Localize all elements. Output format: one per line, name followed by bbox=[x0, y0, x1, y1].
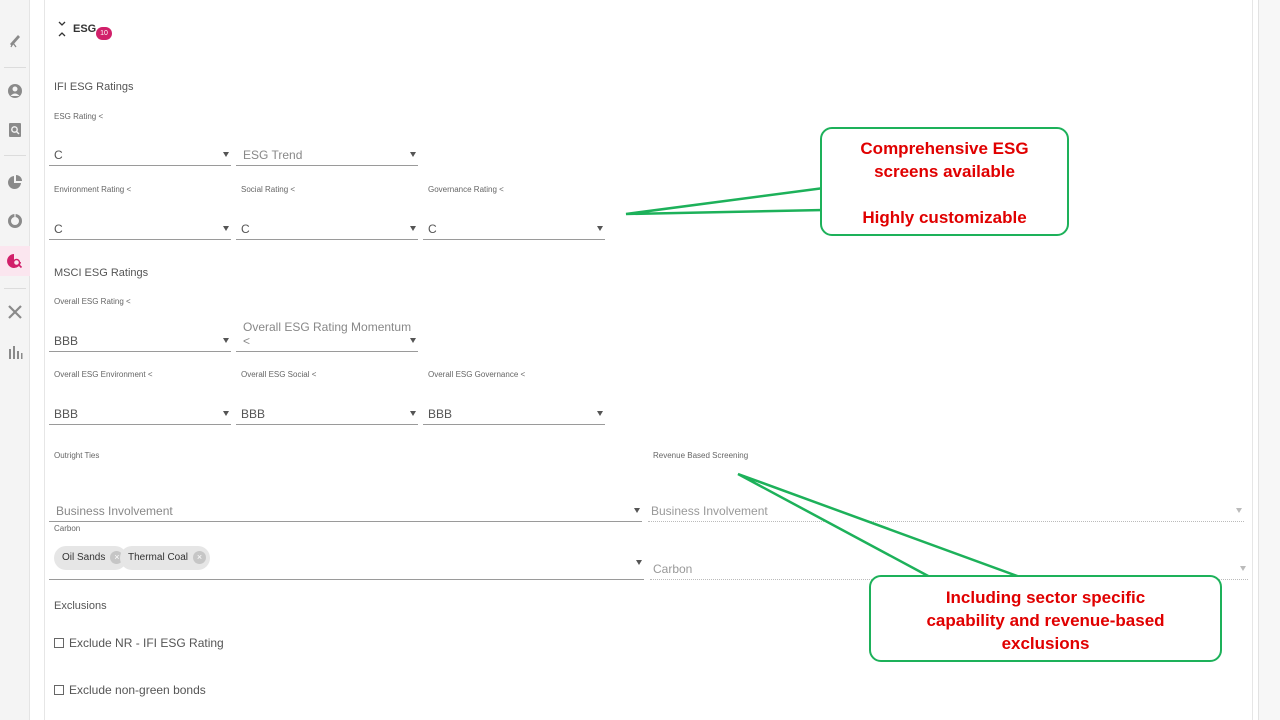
callout-top: Comprehensive ESG screens available High… bbox=[820, 127, 1069, 236]
chevron-down-icon bbox=[410, 152, 416, 157]
overall-governance-select[interactable]: BBB bbox=[423, 405, 605, 425]
count-badge: 10 bbox=[96, 22, 112, 40]
chevron-down-icon bbox=[597, 411, 603, 416]
chevron-down-icon bbox=[223, 226, 229, 231]
outright-carbon-select[interactable] bbox=[49, 540, 644, 580]
outright-business-involvement-select[interactable]: Business Involvement bbox=[49, 498, 642, 522]
msci-section-title: MSCI ESG Ratings bbox=[54, 267, 149, 279]
social-rating-select[interactable]: C bbox=[236, 220, 418, 240]
section-title: ESG bbox=[73, 23, 97, 35]
chevron-down-icon bbox=[410, 411, 416, 416]
panel-right-border bbox=[1252, 0, 1253, 720]
telescope-icon[interactable] bbox=[7, 32, 23, 48]
revenue-business-involvement-select[interactable]: Business Involvement bbox=[648, 498, 1244, 522]
collapse-icon[interactable] bbox=[57, 21, 67, 37]
chip-oil-sands[interactable]: Oil Sands× bbox=[54, 546, 128, 570]
esg-trend-select[interactable]: ESG Trend bbox=[236, 146, 418, 166]
remove-chip-icon[interactable]: × bbox=[193, 551, 207, 564]
user-icon[interactable] bbox=[7, 83, 23, 99]
chevron-down-icon bbox=[597, 226, 603, 231]
chevron-down-icon bbox=[223, 411, 229, 416]
search-doc-icon[interactable] bbox=[7, 122, 23, 138]
overall-esg-rating-label: Overall ESG Rating < bbox=[54, 297, 131, 306]
carbon-label: Carbon bbox=[54, 524, 81, 533]
pie-chart-icon[interactable] bbox=[7, 174, 23, 190]
overall-governance-label: Overall ESG Governance < bbox=[428, 370, 526, 379]
revenue-screening-title: Revenue Based Screening bbox=[653, 451, 749, 460]
environment-rating-select[interactable]: C bbox=[49, 220, 231, 240]
esg-momentum-select[interactable]: Overall ESG Rating Momentum < bbox=[236, 320, 418, 352]
chevron-down-icon bbox=[223, 338, 229, 343]
governance-rating-select[interactable]: C bbox=[423, 220, 605, 240]
overall-environment-select[interactable]: BBB bbox=[49, 405, 231, 425]
chevron-down-icon bbox=[223, 152, 229, 157]
left-sidebar bbox=[0, 0, 30, 720]
bar-chart-icon[interactable] bbox=[7, 344, 23, 360]
ifi-section-title: IFI ESG Ratings bbox=[54, 81, 134, 93]
overall-social-select[interactable]: BBB bbox=[236, 405, 418, 425]
chevron-down-icon bbox=[410, 226, 416, 231]
chevron-down-icon bbox=[636, 560, 642, 565]
donut-chart-icon[interactable] bbox=[7, 213, 23, 229]
overall-esg-rating-select[interactable]: BBB bbox=[49, 332, 231, 352]
exclusions-title: Exclusions bbox=[54, 600, 107, 612]
overall-environment-label: Overall ESG Environment < bbox=[54, 370, 153, 379]
environment-rating-label: Environment Rating < bbox=[54, 185, 132, 194]
social-rating-label: Social Rating < bbox=[241, 185, 296, 194]
exclude-non-green-label: Exclude non-green bonds bbox=[69, 683, 206, 697]
chevron-down-icon bbox=[1240, 566, 1246, 571]
exclude-nr-label: Exclude NR - IFI ESG Rating bbox=[69, 636, 224, 650]
callout-bottom: Including sector specific capability and… bbox=[869, 575, 1222, 662]
overall-social-label: Overall ESG Social < bbox=[241, 370, 317, 379]
right-gutter bbox=[1258, 0, 1280, 720]
chevron-down-icon bbox=[1236, 508, 1242, 513]
tools-icon[interactable] bbox=[7, 304, 23, 320]
esg-rating-label: ESG Rating < bbox=[54, 112, 104, 121]
chevron-down-icon bbox=[410, 338, 416, 343]
exclude-nr-checkbox[interactable] bbox=[54, 638, 64, 648]
governance-rating-label: Governance Rating < bbox=[428, 185, 504, 194]
chevron-down-icon bbox=[634, 508, 640, 513]
panel-left-border bbox=[44, 0, 45, 720]
esg-rating-select[interactable]: C bbox=[49, 146, 231, 166]
outright-ties-title: Outright Ties bbox=[54, 451, 100, 460]
chip-thermal-coal[interactable]: Thermal Coal× bbox=[120, 546, 211, 570]
analytics-search-icon[interactable] bbox=[7, 253, 23, 269]
exclude-non-green-checkbox[interactable] bbox=[54, 685, 64, 695]
